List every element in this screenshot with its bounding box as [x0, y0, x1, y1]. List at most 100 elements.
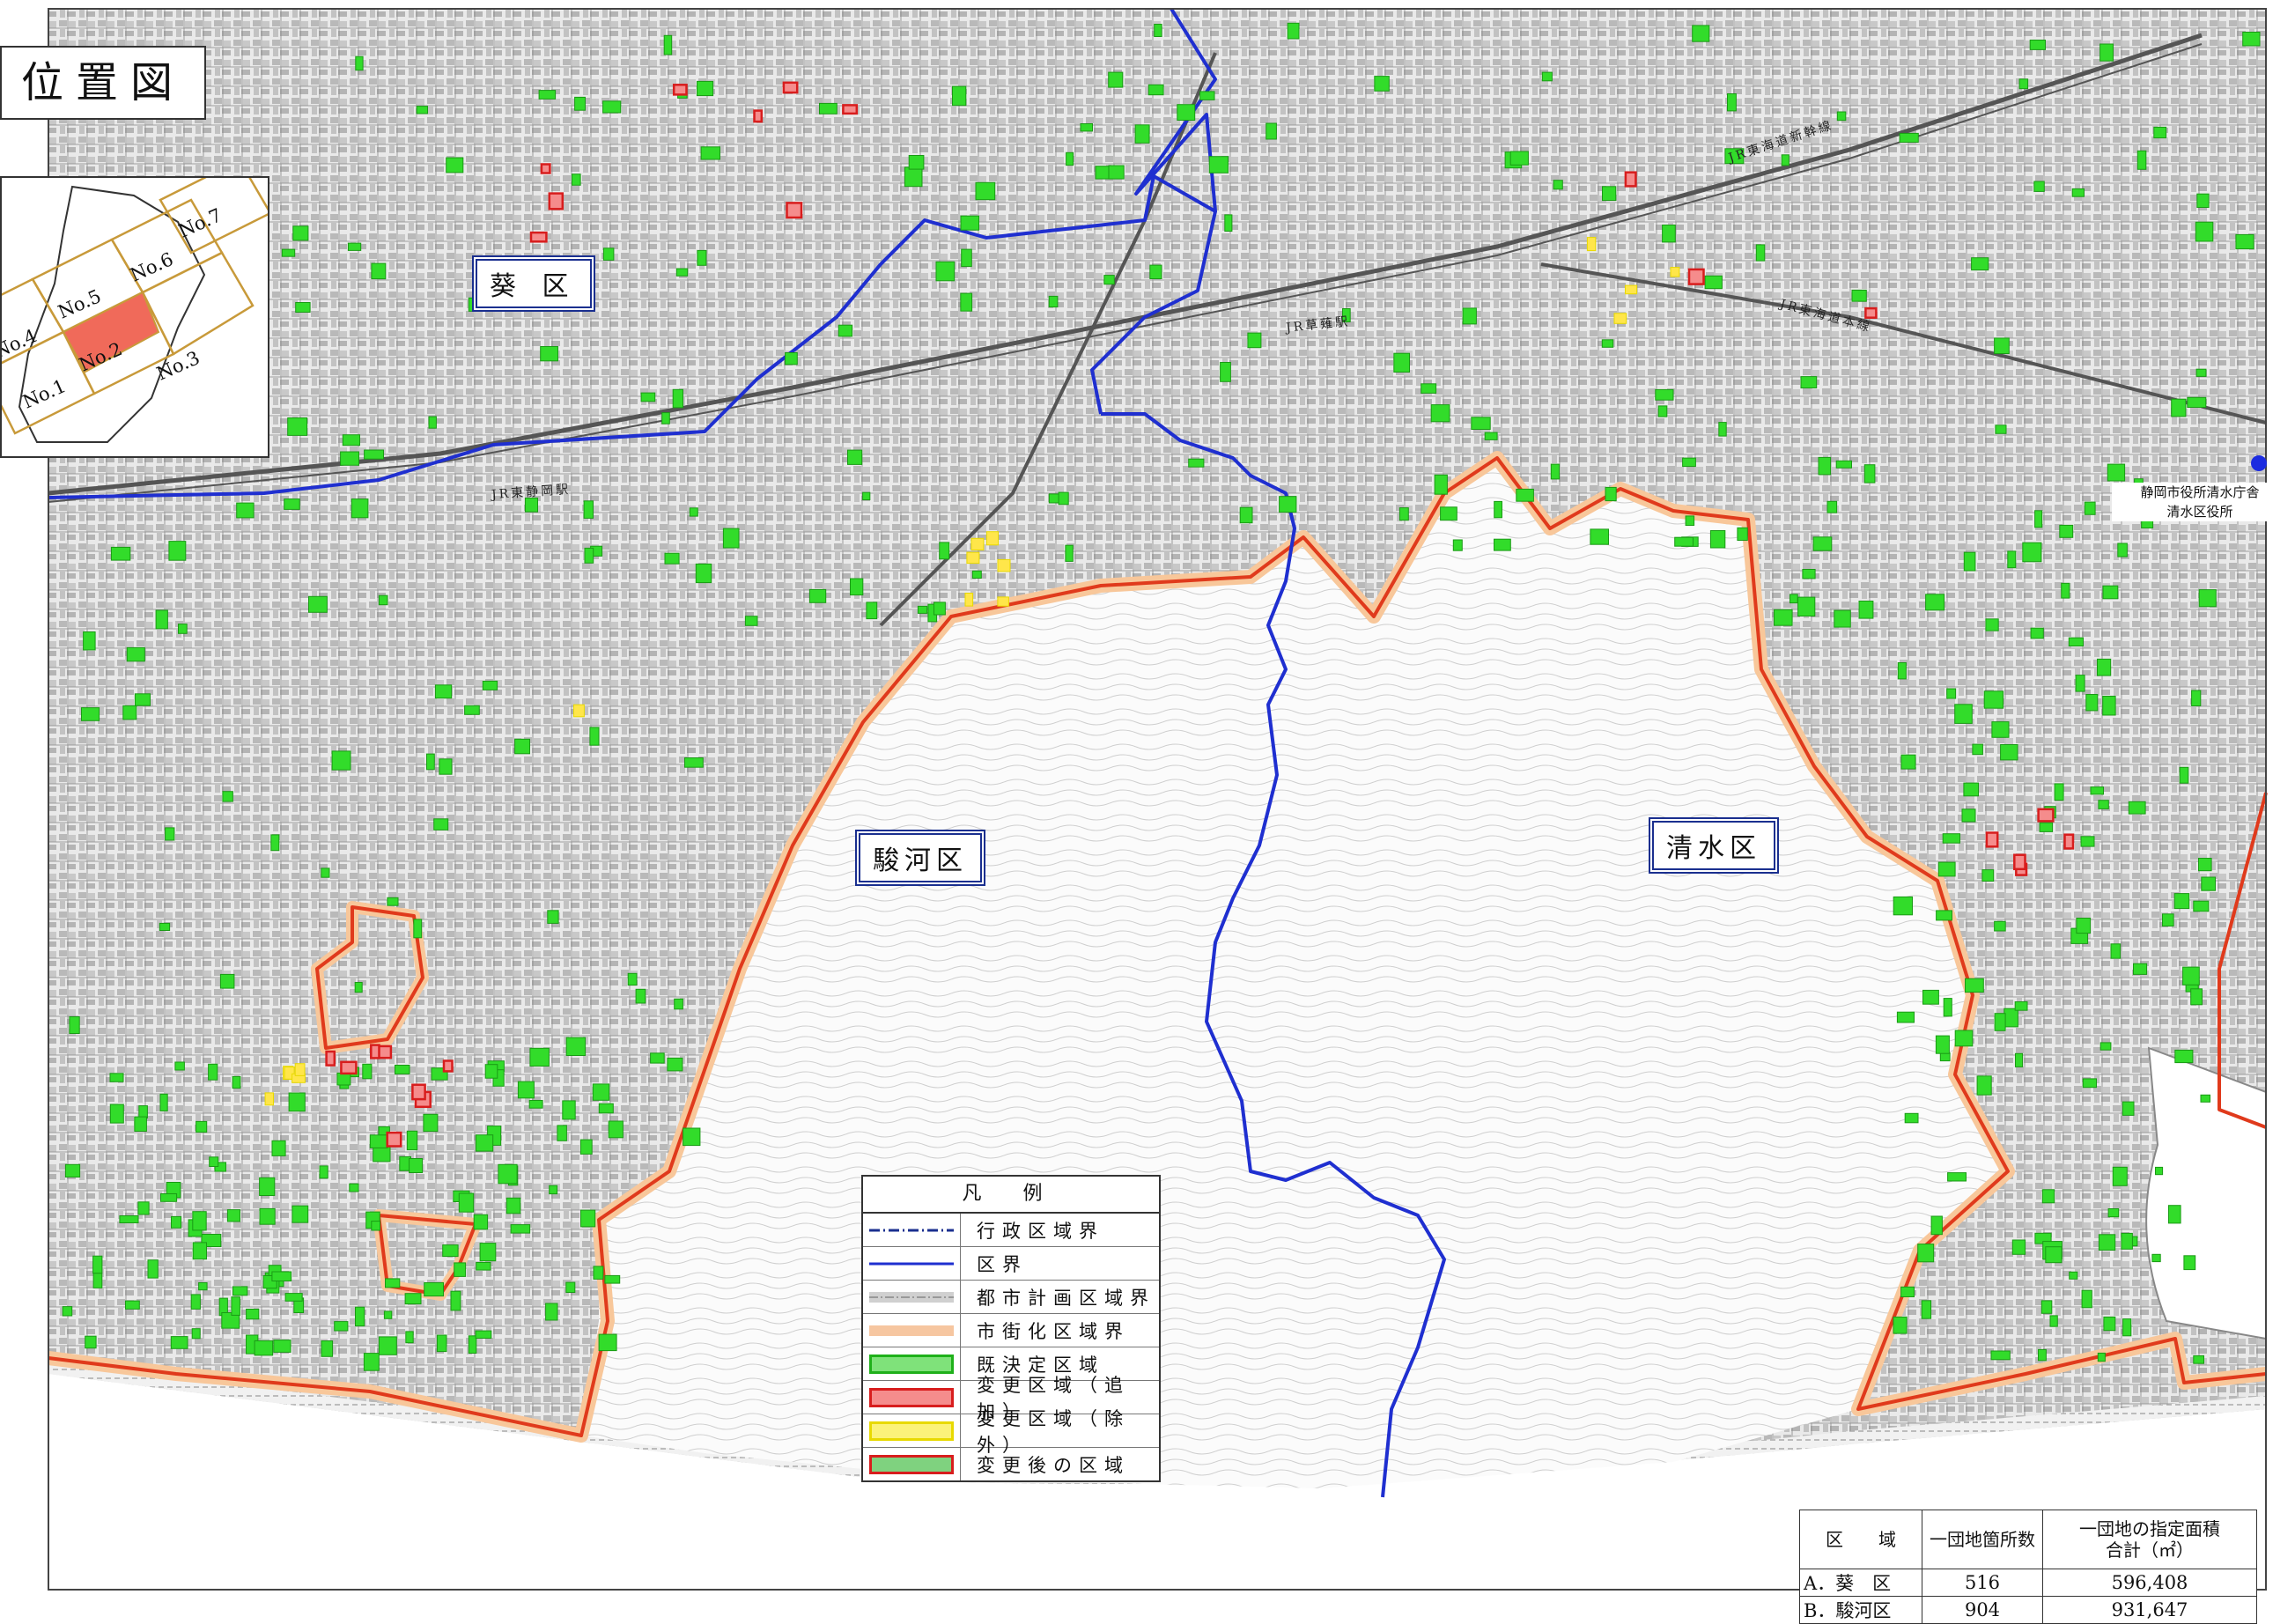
existing-zone-parcel: [1108, 71, 1124, 88]
existing-zone-parcel: [1971, 257, 1989, 271]
added-zone-parcel: [529, 231, 548, 243]
existing-zone-parcel: [1893, 1316, 1908, 1334]
existing-zone-parcel: [1430, 404, 1450, 423]
existing-zone-parcel: [308, 595, 328, 613]
existing-zone-parcel: [1048, 295, 1059, 308]
existing-zone-parcel: [1897, 662, 1907, 680]
existing-zone-parcel: [2068, 637, 2085, 647]
existing-zone-parcel: [2084, 501, 2096, 515]
existing-zone-parcel: [406, 1130, 418, 1151]
existing-zone-parcel: [674, 998, 683, 1010]
added-zone-parcel: [340, 1060, 358, 1075]
existing-zone-parcel: [538, 90, 557, 100]
existing-zone-parcel: [1790, 594, 1798, 604]
existing-zone-parcel: [2128, 801, 2146, 815]
existing-zone-parcel: [935, 261, 956, 282]
legend-row: 都市計画区域界: [863, 1281, 1159, 1314]
sheet-label: No.1: [19, 375, 69, 413]
existing-zone-parcel: [1834, 609, 1851, 628]
existing-zone-parcel: [1925, 594, 1945, 611]
existing-zone-parcel: [650, 1052, 665, 1064]
existing-zone-parcel: [428, 416, 437, 429]
existing-zone-parcel: [1954, 1030, 1974, 1047]
existing-zone-parcel: [2155, 1166, 2164, 1176]
existing-zone-parcel: [92, 1255, 103, 1274]
existing-zone-parcel: [2098, 800, 2109, 809]
existing-zone-parcel: [363, 1353, 380, 1371]
existing-zone-parcel: [192, 1242, 207, 1260]
summary-row: B．駿河区 904 931,647: [1799, 1596, 2257, 1624]
existing-zone-parcel: [2173, 893, 2190, 910]
existing-zone-parcel: [259, 1207, 276, 1225]
existing-zone-parcel: [598, 1333, 617, 1352]
existing-zone-parcel: [2071, 188, 2085, 197]
existing-zone-parcel: [939, 542, 950, 560]
office-label-line2: 清水区役所: [2166, 504, 2233, 520]
existing-zone-parcel: [1509, 151, 1529, 166]
existing-zone-parcel: [498, 1163, 518, 1185]
existing-zone-parcel: [355, 55, 364, 71]
existing-zone-parcel: [174, 1061, 185, 1071]
existing-zone-parcel: [2080, 836, 2095, 847]
existing-zone-parcel: [439, 758, 453, 775]
existing-zone-parcel: [589, 727, 600, 746]
existing-zone-parcel: [604, 1274, 621, 1284]
existing-zone-parcel: [484, 1064, 498, 1079]
existing-zone-parcel: [908, 155, 925, 170]
existing-zone-parcel: [580, 1209, 596, 1228]
existing-zone-parcel: [1755, 244, 1766, 262]
existing-zone-parcel: [819, 102, 838, 114]
existing-zone-parcel: [1188, 458, 1205, 468]
existing-zone-parcel: [598, 1103, 614, 1114]
existing-zone-parcel: [1657, 405, 1668, 417]
existing-zone-parcel: [2030, 627, 2044, 639]
existing-zone-parcel: [524, 498, 539, 513]
existing-zone-parcel: [1976, 1075, 1992, 1096]
existing-zone-parcel: [1947, 1172, 1967, 1182]
added-zone-parcel: [1985, 831, 1999, 848]
legend-label: 変更後の区域: [977, 1454, 1130, 1476]
existing-zone-parcel: [482, 680, 498, 690]
existing-zone-parcel: [683, 1127, 701, 1147]
existing-zone-parcel: [137, 1201, 150, 1215]
existing-zone-parcel: [2151, 1253, 2161, 1263]
existing-zone-parcel: [1900, 754, 1916, 770]
existing-zone-parcel: [510, 1224, 531, 1234]
existing-zone-parcel: [475, 1134, 494, 1152]
legend-row: 行政区域界: [863, 1214, 1159, 1247]
existing-zone-parcel: [416, 106, 429, 114]
existing-zone-parcel: [2133, 963, 2148, 975]
existing-zone-parcel: [378, 594, 388, 606]
existing-zone-parcel: [661, 412, 670, 424]
existing-zone-parcel: [593, 1266, 604, 1280]
existing-zone-parcel: [697, 249, 707, 266]
existing-zone-parcel: [663, 34, 673, 55]
existing-zone-parcel: [1704, 275, 1723, 290]
existing-zone-parcel: [1279, 496, 1297, 513]
excluded-zone-parcel: [964, 593, 974, 607]
existing-zone-parcel: [1421, 383, 1437, 394]
existing-zone-parcel: [684, 757, 704, 768]
existing-zone-parcel: [1922, 989, 1939, 1005]
existing-zone-parcel: [2011, 1239, 2026, 1255]
existing-zone-parcel: [2097, 1352, 2106, 1362]
legend-swatch-existing: [869, 1354, 954, 1374]
existing-zones: [62, 22, 2261, 1371]
existing-zone-parcel: [2059, 524, 2074, 538]
map-frame: [48, 8, 2267, 1591]
existing-zone-parcel: [284, 498, 300, 510]
existing-zone-parcel: [1494, 500, 1502, 519]
existing-zone-parcel: [505, 1197, 521, 1214]
legend-label: 都市計画区域界: [977, 1287, 1155, 1309]
added-zone-parcel: [411, 1083, 426, 1101]
existing-zone-parcel: [1342, 308, 1351, 322]
existing-zone-parcel: [271, 1140, 286, 1156]
existing-zone-parcel: [2082, 1078, 2098, 1089]
existing-zone-parcel: [1605, 486, 1617, 502]
existing-zone-parcel: [2049, 1315, 2058, 1327]
summary-cell: A．葵 区: [1799, 1569, 1922, 1597]
existing-zone-parcel: [222, 791, 233, 802]
existing-zone-parcel: [178, 624, 188, 634]
excluded-zone-parcel: [264, 1092, 275, 1106]
existing-zone-parcel: [2198, 589, 2217, 608]
